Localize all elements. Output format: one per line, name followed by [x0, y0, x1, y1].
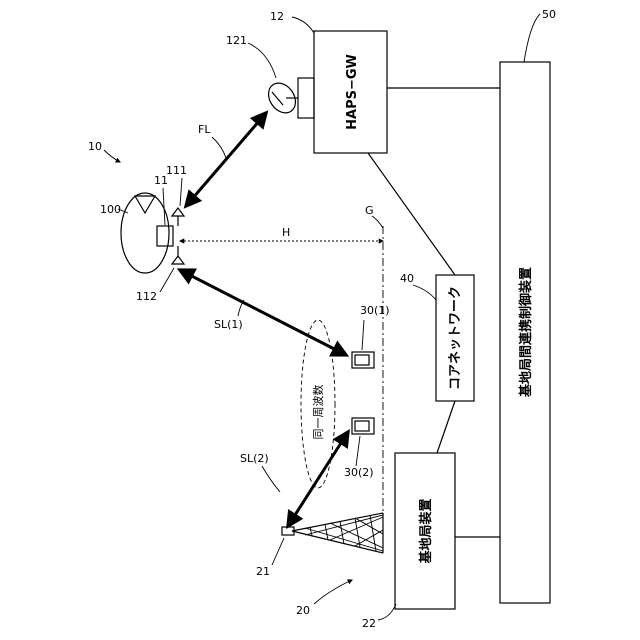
gw-dish-antenna-icon — [263, 78, 314, 118]
ref-12: 12 — [270, 10, 284, 23]
h-label: H — [282, 226, 290, 239]
ref-111: 111 — [166, 164, 187, 177]
same-frequency-label: 同一周波数 — [312, 385, 325, 440]
ref-leader-30-2 — [356, 436, 360, 466]
ref-leader-22 — [378, 604, 396, 620]
ref-50: 50 — [542, 8, 556, 21]
ref-leader-111 — [180, 178, 182, 206]
ref-leader-12 — [292, 17, 314, 33]
g-leader — [372, 216, 383, 228]
core-network: コアネットワーク — [436, 275, 474, 401]
user-terminal-1-icon — [352, 352, 374, 368]
control-device-label: 基地局間連携制御装置 — [518, 267, 534, 398]
ref-leader-30-1 — [362, 320, 364, 350]
fl-leader — [212, 137, 226, 158]
ref-30-2: 30(2) — [344, 466, 374, 479]
haps-airship — [121, 193, 173, 273]
ref-leader-21 — [272, 538, 284, 565]
base-station-tower-icon — [282, 513, 383, 553]
ref-10: 10 — [88, 140, 102, 153]
link-core-base — [437, 401, 455, 453]
ref-leader-40 — [413, 285, 436, 300]
base-station-label: 基地局装置 — [418, 498, 434, 564]
control-device: 基地局間連携制御装置 — [500, 62, 550, 603]
ref-leader-121 — [248, 43, 276, 78]
ref-21: 21 — [256, 565, 270, 578]
sl1-label: SL(1) — [214, 318, 243, 331]
link-gw-core — [368, 153, 455, 275]
antenna-111-icon — [172, 208, 184, 226]
haps-gw-label: HAPS−GW — [345, 54, 360, 130]
ref-leader-50 — [524, 14, 540, 62]
antenna-112-icon — [172, 246, 184, 264]
ref-121: 121 — [226, 34, 247, 47]
ref-leader-20 — [314, 580, 352, 604]
ref-112: 112 — [136, 290, 157, 303]
sl2-leader — [262, 466, 280, 492]
ref-leader-10 — [104, 150, 120, 162]
ref-100: 100 — [100, 203, 121, 216]
sl2-label: SL(2) — [240, 452, 269, 465]
ref-leader-112 — [160, 268, 174, 292]
fl-label: FL — [198, 123, 211, 136]
ref-22: 22 — [362, 617, 376, 630]
core-network-label: コアネットワーク — [448, 286, 463, 390]
haps-gw: HAPS−GW — [314, 31, 387, 153]
service-link-1-arrow — [180, 270, 346, 355]
ref-20: 20 — [296, 604, 310, 617]
ref-30-1: 30(1) — [360, 304, 390, 317]
ref-40: 40 — [400, 272, 414, 285]
user-terminal-2-icon — [352, 418, 374, 434]
base-station-device: 基地局装置 — [395, 453, 455, 609]
service-link-2-arrow — [288, 432, 348, 526]
g-label: G — [365, 204, 374, 217]
